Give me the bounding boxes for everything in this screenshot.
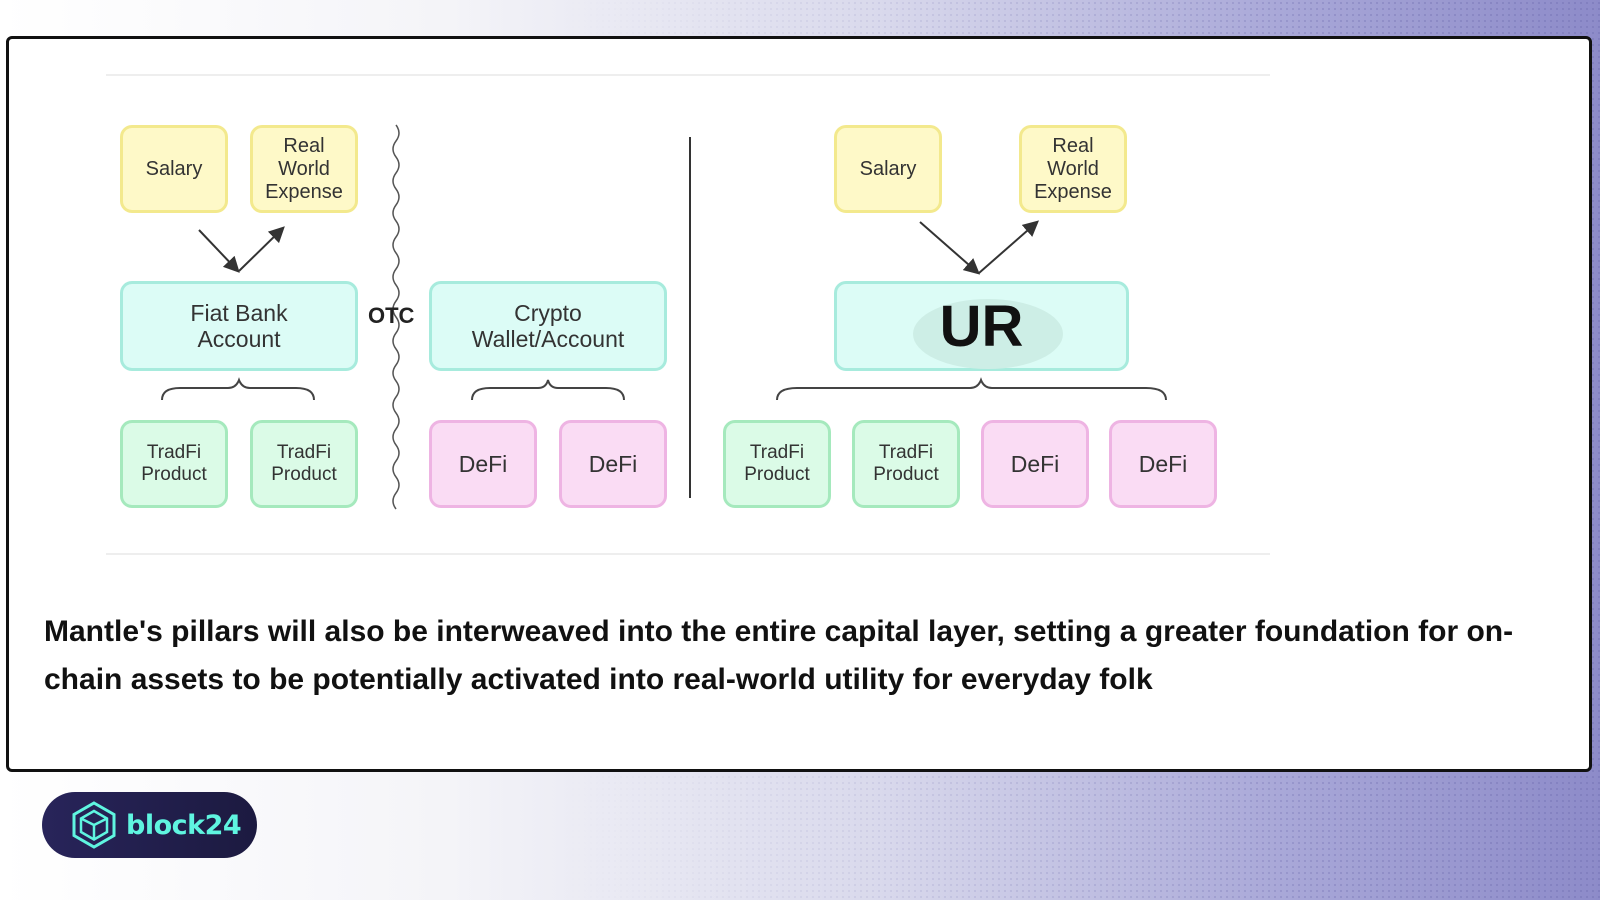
ur-glow: [913, 299, 1063, 369]
fiat-bank-label: Fiat Bank Account: [190, 299, 288, 352]
defi-label-right-2: DeFi: [1138, 450, 1188, 477]
brace-crypto: [471, 379, 625, 401]
expense-label-left: Real World Expense: [265, 134, 343, 203]
defi-box-right-2: DeFi: [1109, 420, 1217, 508]
tradfi-box-left-2: TradFi Product: [250, 420, 358, 508]
hexagon-cube-icon: [72, 801, 116, 849]
defi-label-right-1: DeFi: [1010, 450, 1060, 477]
defi-box-left-2: DeFi: [559, 420, 667, 508]
defi-box-left-1: DeFi: [429, 420, 537, 508]
otc-wavy-divider: [392, 124, 400, 510]
defi-label-left-1: DeFi: [458, 450, 508, 477]
tradfi-label-right-2: TradFi Product: [873, 442, 939, 485]
defi-label-left-2: DeFi: [588, 450, 638, 477]
brace-ur: [776, 377, 1167, 401]
divider-bottom: [106, 553, 1270, 555]
brace-bank: [161, 377, 315, 401]
tradfi-box-left-1: TradFi Product: [120, 420, 228, 508]
brand-name: block24: [126, 809, 242, 841]
defi-box-right-1: DeFi: [981, 420, 1089, 508]
caption-text: Mantle's pillars will also be interweave…: [44, 615, 1514, 696]
tradfi-label-left-2: TradFi Product: [271, 442, 337, 485]
salary-box-left: Salary: [120, 125, 228, 213]
salary-label-left: Salary: [145, 157, 203, 180]
salary-label-right: Salary: [859, 157, 917, 180]
arrow-salary-to-ur: [919, 221, 981, 275]
divider-top: [106, 74, 1270, 76]
crypto-wallet-label: Crypto Wallet/Account: [471, 299, 625, 352]
arrow-bank-to-expense: [238, 226, 285, 272]
crypto-wallet-box: Crypto Wallet/Account: [429, 281, 667, 371]
tradfi-box-right-2: TradFi Product: [852, 420, 960, 508]
expense-label-right: Real World Expense: [1034, 134, 1112, 203]
arrow-ur-to-expense: [978, 220, 1040, 274]
expense-box-left: Real World Expense: [250, 125, 358, 213]
expense-box-right: Real World Expense: [1019, 125, 1127, 213]
tradfi-box-right-1: TradFi Product: [723, 420, 831, 508]
otc-label: OTC: [368, 303, 415, 328]
ur-label: UR: [939, 293, 1024, 359]
tradfi-label-right-1: TradFi Product: [744, 442, 810, 485]
salary-box-right: Salary: [834, 125, 942, 213]
fiat-bank-box: Fiat Bank Account: [120, 281, 358, 371]
brand-logo[interactable]: block24: [42, 792, 257, 858]
arrow-salary-to-bank: [198, 229, 240, 273]
tradfi-label-left-1: TradFi Product: [141, 442, 207, 485]
